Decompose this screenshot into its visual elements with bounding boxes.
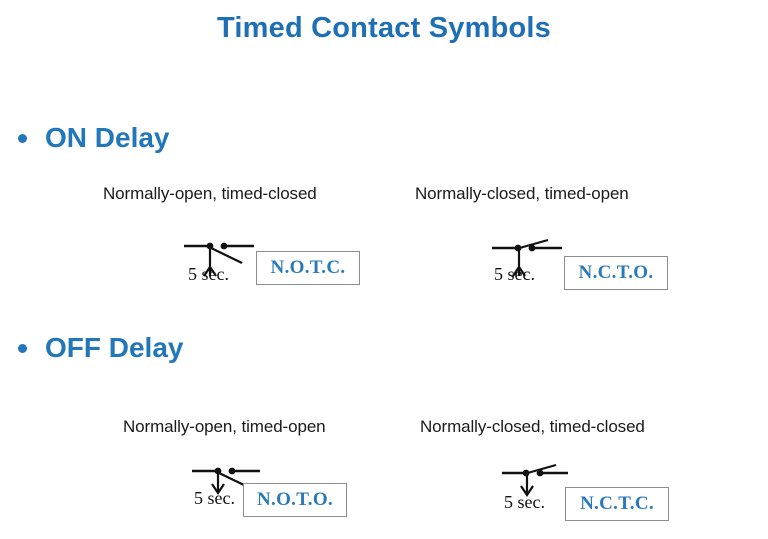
symbol-notc-diagram <box>182 236 272 284</box>
time-label-ncto: 5 sec. <box>494 264 535 284</box>
time-label-notc: 5 sec. <box>188 264 229 284</box>
time-label-noto: 5 sec. <box>194 488 235 508</box>
caption-normally-open-timed-open: Normally-open, timed-open <box>123 417 326 436</box>
caption-normally-closed-timed-open: Normally-closed, timed-open <box>415 184 629 203</box>
code-box-notc: N.O.T.C. <box>256 251 360 285</box>
normally-closed-timed-open-icon <box>492 238 562 277</box>
bullet-dot-icon <box>18 343 27 353</box>
bullet-label-off-delay: OFF Delay <box>45 332 184 363</box>
bullet-item-on-delay: ON Delay <box>18 122 170 154</box>
symbol-nctc-diagram <box>500 461 590 505</box>
caption-normally-open-timed-closed: Normally-open, timed-closed <box>103 184 317 203</box>
time-label-nctc: 5 sec. <box>504 492 545 512</box>
page-title: Timed Contact Symbols <box>216 12 551 44</box>
normally-open-timed-closed-icon <box>184 242 254 277</box>
bullet-item-off-delay: OFF Delay <box>18 332 183 364</box>
bullet-dot-icon <box>18 133 27 143</box>
normally-closed-timed-closed-icon <box>502 463 568 497</box>
code-box-ncto: N.C.T.O. <box>564 256 668 290</box>
symbol-noto-diagram <box>190 461 280 505</box>
code-box-nctc: N.C.T.C. <box>565 487 669 521</box>
bullet-label-on-delay: ON Delay <box>45 122 170 153</box>
symbol-ncto-diagram <box>490 236 580 284</box>
normally-open-timed-open-icon <box>192 467 260 495</box>
code-box-noto: N.O.T.O. <box>243 483 347 517</box>
caption-normally-closed-timed-closed: Normally-closed, timed-closed <box>420 417 645 436</box>
